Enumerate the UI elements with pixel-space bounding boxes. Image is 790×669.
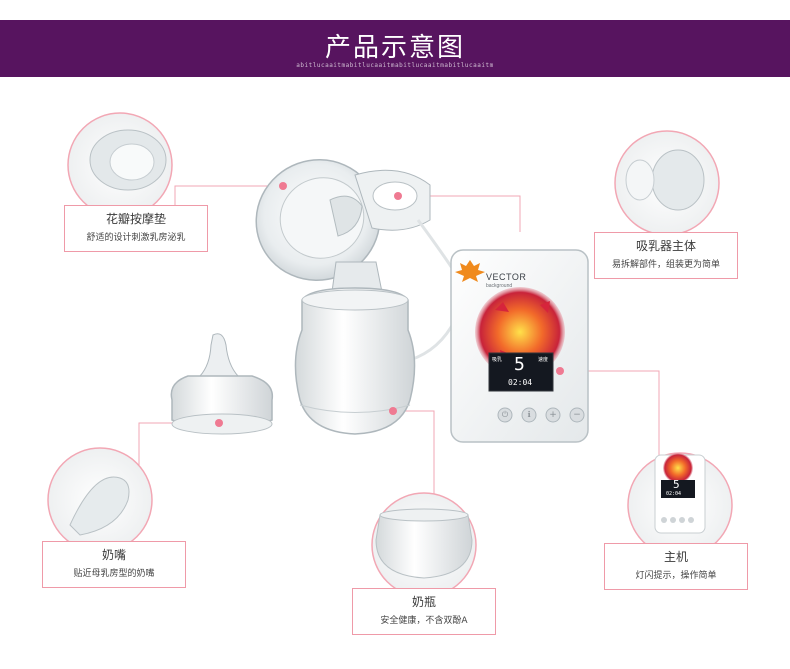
- plus-button-icon: +: [549, 410, 557, 420]
- zoom-circle-body: [614, 130, 720, 236]
- header-banner: [0, 20, 790, 77]
- page-subtitle: abitlucaaitmabitlucaaitmabitlucaaitmabit…: [296, 62, 494, 69]
- zoom-circle-teat: [47, 447, 153, 553]
- label-cushion-title: 花瓣按摩垫: [105, 212, 166, 226]
- label-host-desc: 灯闪提示，操作简单: [635, 571, 717, 581]
- pump-head: [331, 169, 431, 293]
- mini-display-value: 5: [673, 478, 680, 491]
- label-bottle-desc: 安全健康，不含双酚A: [380, 616, 468, 626]
- label-body-desc: 易拆解部件，组装更为简单: [611, 260, 720, 270]
- label-host-title: 主机: [663, 550, 688, 564]
- label-body-title: 吸乳器主体: [635, 239, 696, 253]
- page-title: 产品示意图: [324, 33, 465, 63]
- display-value: 5: [514, 354, 525, 375]
- device-brand: VECTOR: [486, 272, 527, 282]
- label-bottle: 奶瓶 安全健康，不含双酚A: [352, 588, 496, 635]
- minus-button-icon: −: [573, 410, 581, 420]
- display-left-label: 吸乳: [492, 357, 503, 363]
- zoom-circle-bottle: [371, 492, 477, 598]
- label-teat-desc: 贴近母乳房型的奶嘴: [73, 569, 155, 579]
- mode-button-icon: ℹ: [527, 410, 531, 419]
- label-bottle-title: 奶瓶: [411, 595, 436, 609]
- label-teat: 奶嘴 贴近母乳房型的奶嘴: [42, 541, 186, 588]
- label-body: 吸乳器主体 易拆解部件，组装更为简单: [594, 232, 738, 279]
- label-cushion-desc: 舒适的设计刺激乳房泌乳: [86, 233, 186, 243]
- zoom-circle-host: [627, 452, 733, 558]
- lcd-screen: [488, 352, 554, 392]
- teat: [170, 333, 274, 435]
- label-host: 主机 灯闪提示，操作简单: [604, 543, 748, 590]
- display-time: 02:04: [508, 378, 533, 387]
- zoom-circle-cushion: [67, 112, 173, 218]
- mini-display-time: 02:04: [666, 491, 682, 497]
- display-right-label: 速度: [538, 357, 549, 363]
- main-device: [450, 249, 589, 443]
- device-brand-sub: background: [486, 283, 513, 289]
- bottle: [294, 287, 416, 435]
- label-teat-title: 奶嘴: [101, 548, 126, 562]
- marker-dots: [215, 182, 564, 427]
- power-button-icon: ⏻: [501, 410, 509, 419]
- label-cushion: 花瓣按摩垫 舒适的设计刺激乳房泌乳: [64, 205, 208, 252]
